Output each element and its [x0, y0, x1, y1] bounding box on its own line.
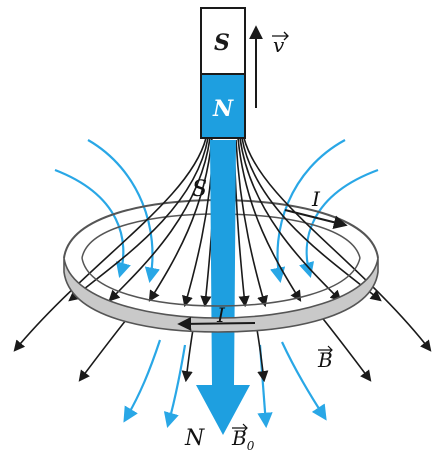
- field-line: [307, 170, 378, 275]
- field-line: [242, 138, 380, 300]
- external-field-subscript: 0: [247, 439, 255, 453]
- field-line: [80, 315, 130, 380]
- field-line: [168, 345, 185, 425]
- external-field-label: B0: [231, 426, 255, 453]
- bar-magnet: S N: [201, 8, 245, 138]
- external-field-symbol: B: [231, 426, 247, 450]
- current-bottom-label: I: [216, 303, 226, 327]
- magnet-bottom-pole-label: N: [212, 96, 234, 122]
- field-line: [55, 170, 123, 275]
- field-line: [70, 138, 208, 300]
- ring-top-pole-label: S: [192, 177, 207, 202]
- field-line: [88, 140, 152, 280]
- magnet-top-pole-label: S: [214, 30, 230, 56]
- current-top-label: I: [311, 187, 321, 211]
- bottom-pole-label: N: [184, 426, 205, 451]
- field-line: [150, 138, 212, 300]
- field-line: [125, 340, 160, 420]
